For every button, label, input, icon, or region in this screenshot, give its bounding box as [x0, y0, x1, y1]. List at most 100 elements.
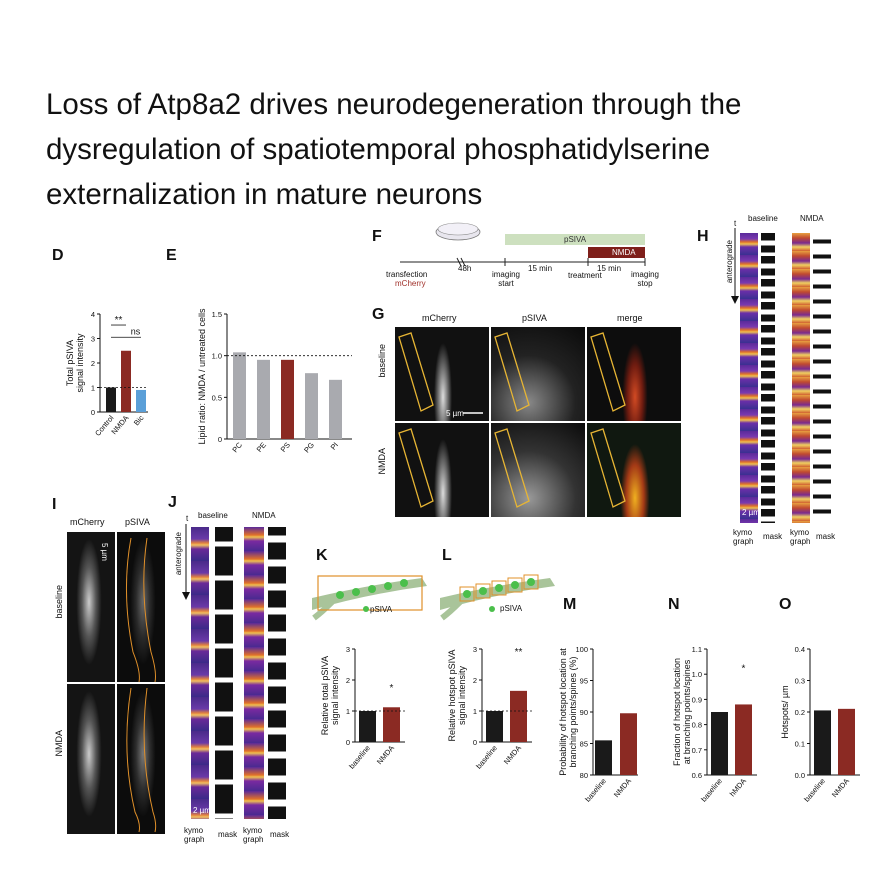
i-roi-overlays — [125, 537, 157, 833]
l-xtick-label: NMDA — [502, 744, 523, 767]
m-bar-nmda — [620, 713, 637, 775]
o-ytick-label: 0.3 — [795, 677, 805, 686]
m-ytick-label: 95 — [580, 677, 588, 686]
g-roi-overlays — [398, 332, 626, 508]
o-bar-nmda — [838, 708, 855, 775]
h-t-label: t — [734, 219, 737, 228]
n-bar-hmda — [735, 704, 752, 775]
m-xtick-label: baseline — [583, 777, 608, 804]
k-ytick-label: 1 — [346, 707, 350, 716]
g-col-mcherry: mCherry — [422, 313, 457, 323]
m-ytick-label: 90 — [580, 708, 588, 717]
h-baseline-kymograph — [740, 233, 758, 523]
dish-icon — [435, 222, 481, 241]
k-xtick-label: baseline — [347, 744, 372, 771]
timeline-psiva-label: pSIVA — [564, 235, 587, 244]
panel-label-d: D — [52, 247, 64, 264]
d-ytick-label: 1 — [91, 384, 95, 393]
n-ytick-label: 0.7 — [692, 746, 702, 755]
panel-label-j: J — [168, 494, 177, 511]
n-bar-baseline — [711, 712, 728, 775]
i-nmda-psiva-image — [117, 684, 165, 834]
i-baseline-psiva-image — [117, 532, 165, 682]
g-row-nmda: NMDA — [377, 448, 387, 475]
d-ylabel: Total pSIVAsignal intensity — [65, 333, 85, 393]
d-sig-annotation: ** — [115, 315, 123, 326]
l-bar-nmda — [510, 690, 527, 742]
e-xtick-label: PE — [255, 441, 268, 454]
i-col-mcherry: mCherry — [70, 517, 105, 527]
o-xtick-label: baseline — [802, 777, 827, 804]
timeline-treatment: treatment — [568, 271, 602, 280]
psiva-bar — [505, 234, 645, 245]
e-xtick-label: PG — [302, 440, 316, 454]
e-bar-ps — [281, 359, 294, 439]
timeline-15min-b: 15 min — [597, 264, 622, 273]
h-col-baseline: baseline — [748, 214, 778, 223]
j-time-arrow — [182, 524, 190, 600]
l-ylabel: Relative hotspot pSIVAsignal intensity — [447, 650, 467, 742]
l-ytick-label: 2 — [473, 676, 477, 685]
j-col-baseline: baseline — [198, 511, 228, 520]
e-bar-pe — [257, 359, 270, 439]
panel-label-n: N — [668, 596, 680, 613]
o-ytick-label: 0.4 — [795, 645, 805, 654]
l-sig-annotation: ** — [515, 647, 523, 658]
o-ylabel: Hotspots/ µm — [780, 685, 790, 738]
k-ylabel: Relative total pSIVAsignal intensity — [320, 656, 340, 735]
o-xtick-label: NMDA — [830, 777, 851, 800]
d-bar-control — [106, 387, 116, 412]
k-schematic — [312, 575, 427, 621]
j-nmda-mask — [268, 527, 286, 819]
e-xtick-label: PI — [329, 441, 340, 452]
n-xtick-label: baseline — [699, 777, 724, 804]
d-ns-annotation: ns — [131, 326, 141, 336]
j-nmda-kymograph — [244, 527, 264, 819]
e-ytick-label: 1.0 — [212, 352, 222, 361]
m-xtick-label: NMDA — [612, 777, 633, 800]
timeline-diagram — [400, 222, 646, 267]
e-bar-pc — [233, 352, 246, 439]
e-ytick-label: 0.5 — [212, 393, 222, 402]
e-bar-pg — [305, 373, 318, 439]
l-bar-baseline — [486, 711, 503, 742]
panel-label-f: F — [372, 228, 382, 245]
h-kymo-label-2: kymo graph — [790, 528, 811, 546]
timeline-nmda-label: NMDA — [612, 248, 636, 257]
k-bar-nmda — [383, 707, 400, 742]
k-ytick-label: 3 — [346, 645, 350, 654]
i-scale-label: 5 µm — [100, 543, 109, 561]
l-ytick-label: 1 — [473, 707, 477, 716]
k-psiva-tag: pSIVA — [370, 605, 393, 614]
k-ytick-label: 2 — [346, 676, 350, 685]
d-ytick-label: 0 — [91, 408, 95, 417]
panel-label-m: M — [563, 596, 577, 613]
l-psiva-tag: pSIVA — [500, 604, 523, 613]
l-ytick-label: 0 — [473, 738, 477, 747]
timeline-imaging-start: imaging start — [491, 270, 520, 288]
j-kymo-label-1: kymo graph — [184, 826, 205, 844]
h-kymo-label-1: kymo graph — [733, 528, 754, 546]
d-ytick-label: 4 — [91, 310, 95, 319]
panel-label-e: E — [166, 247, 177, 264]
l-xtick-label: baseline — [474, 744, 499, 771]
panel-label-o: O — [779, 596, 792, 613]
l-schematic — [440, 574, 555, 621]
j-baseline-kymograph — [191, 527, 209, 819]
k-bar-baseline — [359, 711, 376, 742]
timeline-mcherry: mCherry — [395, 279, 426, 288]
e-ylabel: Lipid ratio: NMDA / untreated cells — [197, 308, 207, 445]
timeline-imaging-stop: imaging stop — [630, 270, 659, 288]
d-bar-bic — [136, 389, 146, 412]
d-xtick-label: Bic — [132, 413, 146, 427]
j-kymo-label-2: kymo graph — [243, 826, 264, 844]
o-bar-baseline — [814, 710, 831, 775]
j-scale-label: 2 µm — [193, 806, 211, 815]
n-sig-annotation: * — [742, 664, 746, 675]
